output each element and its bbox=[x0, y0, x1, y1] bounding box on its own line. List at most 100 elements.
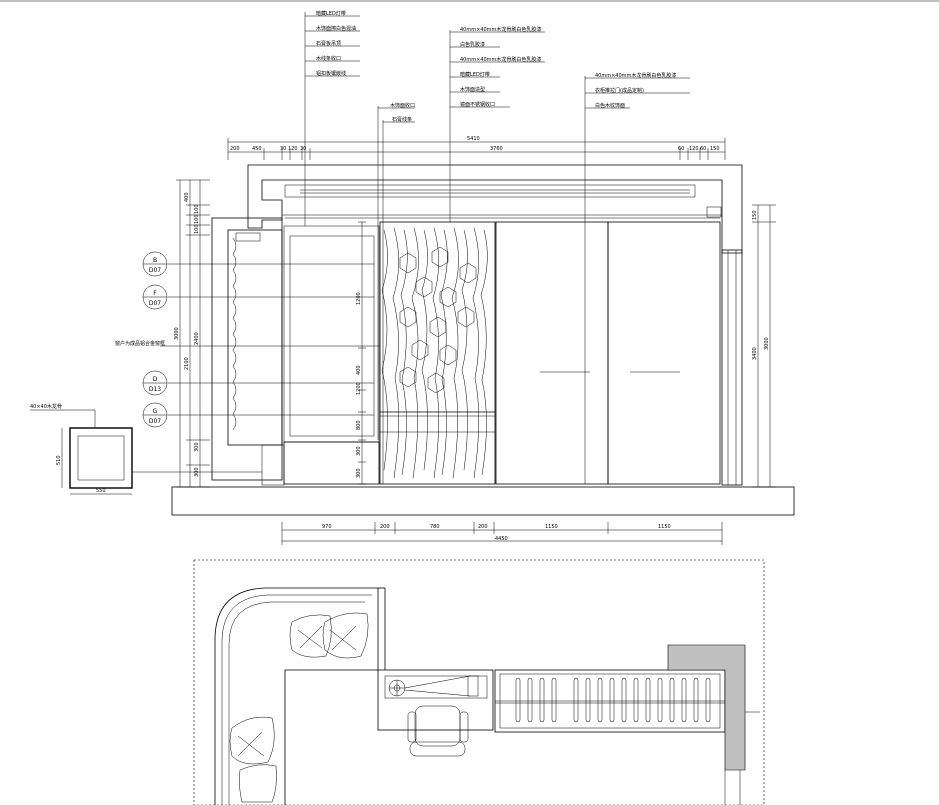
svg-text:暗藏LED灯带: 暗藏LED灯带 bbox=[316, 10, 346, 17]
svg-text:30: 30 bbox=[280, 146, 286, 152]
window-seat bbox=[283, 441, 380, 485]
svg-text:B: B bbox=[153, 257, 157, 264]
svg-text:2100: 2100 bbox=[184, 357, 190, 370]
wardrobe-hangers bbox=[515, 677, 711, 723]
svg-text:100: 100 bbox=[194, 214, 200, 224]
callout-D: D D13 bbox=[142, 370, 374, 396]
svg-text:120: 120 bbox=[288, 146, 298, 152]
svg-text:木饰面收口: 木饰面收口 bbox=[390, 102, 415, 109]
svg-text:木饰面擦白色混油: 木饰面擦白色混油 bbox=[316, 25, 356, 32]
svg-text:G: G bbox=[153, 408, 158, 415]
notes-left: 木饰面收口 石膏线条 bbox=[378, 102, 415, 123]
svg-text:木线条收口: 木线条收口 bbox=[316, 55, 341, 62]
right-dimension-chain: 150 3400 3000 bbox=[752, 204, 776, 488]
inner-dimension-chain: 1200 400 1200 800 300 300 bbox=[356, 221, 366, 485]
svg-text:150: 150 bbox=[710, 146, 720, 152]
top-dimension-chain: 200 450 30 120 30 5410 3760 60 120 60 15… bbox=[227, 136, 726, 160]
svg-text:石膏板吊顶: 石膏板吊顶 bbox=[316, 40, 341, 47]
svg-text:2400: 2400 bbox=[194, 332, 200, 345]
svg-text:60: 60 bbox=[700, 146, 706, 152]
svg-text:D07: D07 bbox=[149, 267, 161, 274]
svg-text:4450: 4450 bbox=[495, 536, 508, 542]
svg-text:200: 200 bbox=[230, 146, 240, 152]
notes-group-1: 暗藏LED灯带 木饰面擦白色混油 石膏板吊顶 木线条收口 铝扣板镶嵌线 bbox=[305, 10, 360, 77]
svg-text:F: F bbox=[153, 290, 157, 297]
left-dimension-chain: 400 100 100 100 2400 3000 2100 300 300 bbox=[174, 179, 210, 488]
svg-text:40mm×40mm木龙骨刷白色乳胶漆: 40mm×40mm木龙骨刷白色乳胶漆 bbox=[460, 26, 541, 33]
svg-text:镜面不锈钢收口: 镜面不锈钢收口 bbox=[460, 101, 495, 108]
svg-text:石膏线条: 石膏线条 bbox=[392, 116, 412, 123]
svg-text:D13: D13 bbox=[149, 386, 161, 393]
svg-text:木饰面造型: 木饰面造型 bbox=[460, 86, 485, 93]
svg-text:30: 30 bbox=[300, 146, 306, 152]
svg-text:200: 200 bbox=[380, 524, 390, 530]
svg-text:450: 450 bbox=[252, 146, 262, 152]
curtain bbox=[232, 237, 237, 431]
notes-group-3: 40mm×40mm木龙骨刷白色乳胶漆 衣柜推拉门(成品定制) 白色木纹饰面 bbox=[585, 72, 690, 109]
svg-text:白色木纹饰面: 白色木纹饰面 bbox=[595, 102, 625, 109]
svg-text:3000: 3000 bbox=[764, 337, 770, 350]
right-wall bbox=[721, 249, 743, 486]
svg-text:400: 400 bbox=[356, 365, 362, 375]
cushion-bottom bbox=[229, 716, 277, 803]
curved-wall-outer bbox=[214, 587, 379, 805]
svg-text:D07: D07 bbox=[149, 300, 161, 307]
svg-text:1150: 1150 bbox=[545, 524, 558, 530]
svg-text:100: 100 bbox=[194, 224, 200, 234]
svg-text:1150: 1150 bbox=[658, 524, 671, 530]
plan-chair bbox=[407, 705, 469, 757]
svg-text:60: 60 bbox=[678, 146, 684, 152]
svg-text:510: 510 bbox=[56, 455, 62, 465]
svg-text:暗藏LED灯带: 暗藏LED灯带 bbox=[460, 71, 490, 78]
notes-group-2: 40mm×40mm木龙骨刷白色乳胶漆 白色乳胶漆 40mm×40mm木龙骨刷白色… bbox=[450, 26, 545, 108]
floor-slab bbox=[171, 486, 795, 516]
cushion-top bbox=[289, 612, 369, 659]
callout-B: B D07 bbox=[142, 251, 374, 277]
svg-text:800: 800 bbox=[356, 420, 362, 430]
svg-text:铝扣板镶嵌线: 铝扣板镶嵌线 bbox=[316, 70, 346, 77]
wardrobe-door-right bbox=[607, 221, 721, 485]
svg-text:300: 300 bbox=[194, 442, 200, 452]
hexagon-pattern bbox=[399, 246, 477, 394]
svg-text:780: 780 bbox=[430, 524, 440, 530]
callout-G: G D07 bbox=[142, 402, 374, 428]
svg-text:D: D bbox=[153, 376, 158, 383]
svg-text:300: 300 bbox=[356, 468, 362, 478]
svg-text:400: 400 bbox=[184, 192, 190, 202]
plan-border bbox=[193, 559, 765, 805]
svg-text:300: 300 bbox=[356, 446, 362, 456]
window-opening bbox=[227, 229, 283, 446]
svg-text:970: 970 bbox=[322, 524, 332, 530]
svg-text:40mm×40mm木龙骨刷白色乳胶漆: 40mm×40mm木龙骨刷白色乳胶漆 bbox=[595, 72, 676, 79]
svg-text:白色乳胶漆: 白色乳胶漆 bbox=[460, 41, 485, 48]
left-wall bbox=[211, 217, 283, 481]
svg-text:3760: 3760 bbox=[490, 146, 503, 152]
svg-text:D07: D07 bbox=[149, 418, 161, 425]
svg-text:40×40木龙骨: 40×40木龙骨 bbox=[30, 403, 62, 410]
square-tube-section-detail: 40×40木龙骨 510 550 bbox=[30, 403, 262, 495]
elevation-drawing: B D07 F D07 D D13 G D07 窗户为成品铝合金窗框 bbox=[30, 10, 795, 545]
leader-lines bbox=[304, 12, 586, 484]
plan-column bbox=[667, 644, 746, 771]
svg-text:1200: 1200 bbox=[356, 292, 362, 305]
wood-feature-wall bbox=[379, 221, 496, 485]
plan-view bbox=[193, 559, 765, 805]
svg-text:120: 120 bbox=[689, 146, 699, 152]
svg-text:40mm×40mm木龙骨刷白色乳胶漆: 40mm×40mm木龙骨刷白色乳胶漆 bbox=[460, 56, 541, 63]
svg-text:200: 200 bbox=[478, 524, 488, 530]
svg-text:衣柜推拉门(成品定制): 衣柜推拉门(成品定制) bbox=[595, 87, 644, 94]
svg-text:550: 550 bbox=[96, 488, 106, 494]
window-glass bbox=[283, 225, 380, 443]
svg-text:1200: 1200 bbox=[356, 382, 362, 395]
callout-F: F D07 bbox=[142, 284, 374, 310]
window-note: 窗户为成品铝合金窗框 bbox=[115, 340, 165, 347]
ceiling-cove bbox=[284, 184, 696, 198]
svg-text:100: 100 bbox=[194, 204, 200, 214]
plan-desk bbox=[377, 669, 494, 731]
svg-text:5410: 5410 bbox=[467, 136, 480, 142]
svg-text:3000: 3000 bbox=[174, 327, 180, 340]
bottom-dimension-chain: 970 200 780 200 1150 1150 4450 bbox=[281, 522, 723, 545]
svg-text:3400: 3400 bbox=[752, 347, 758, 360]
wardrobe-door-left bbox=[495, 221, 609, 485]
